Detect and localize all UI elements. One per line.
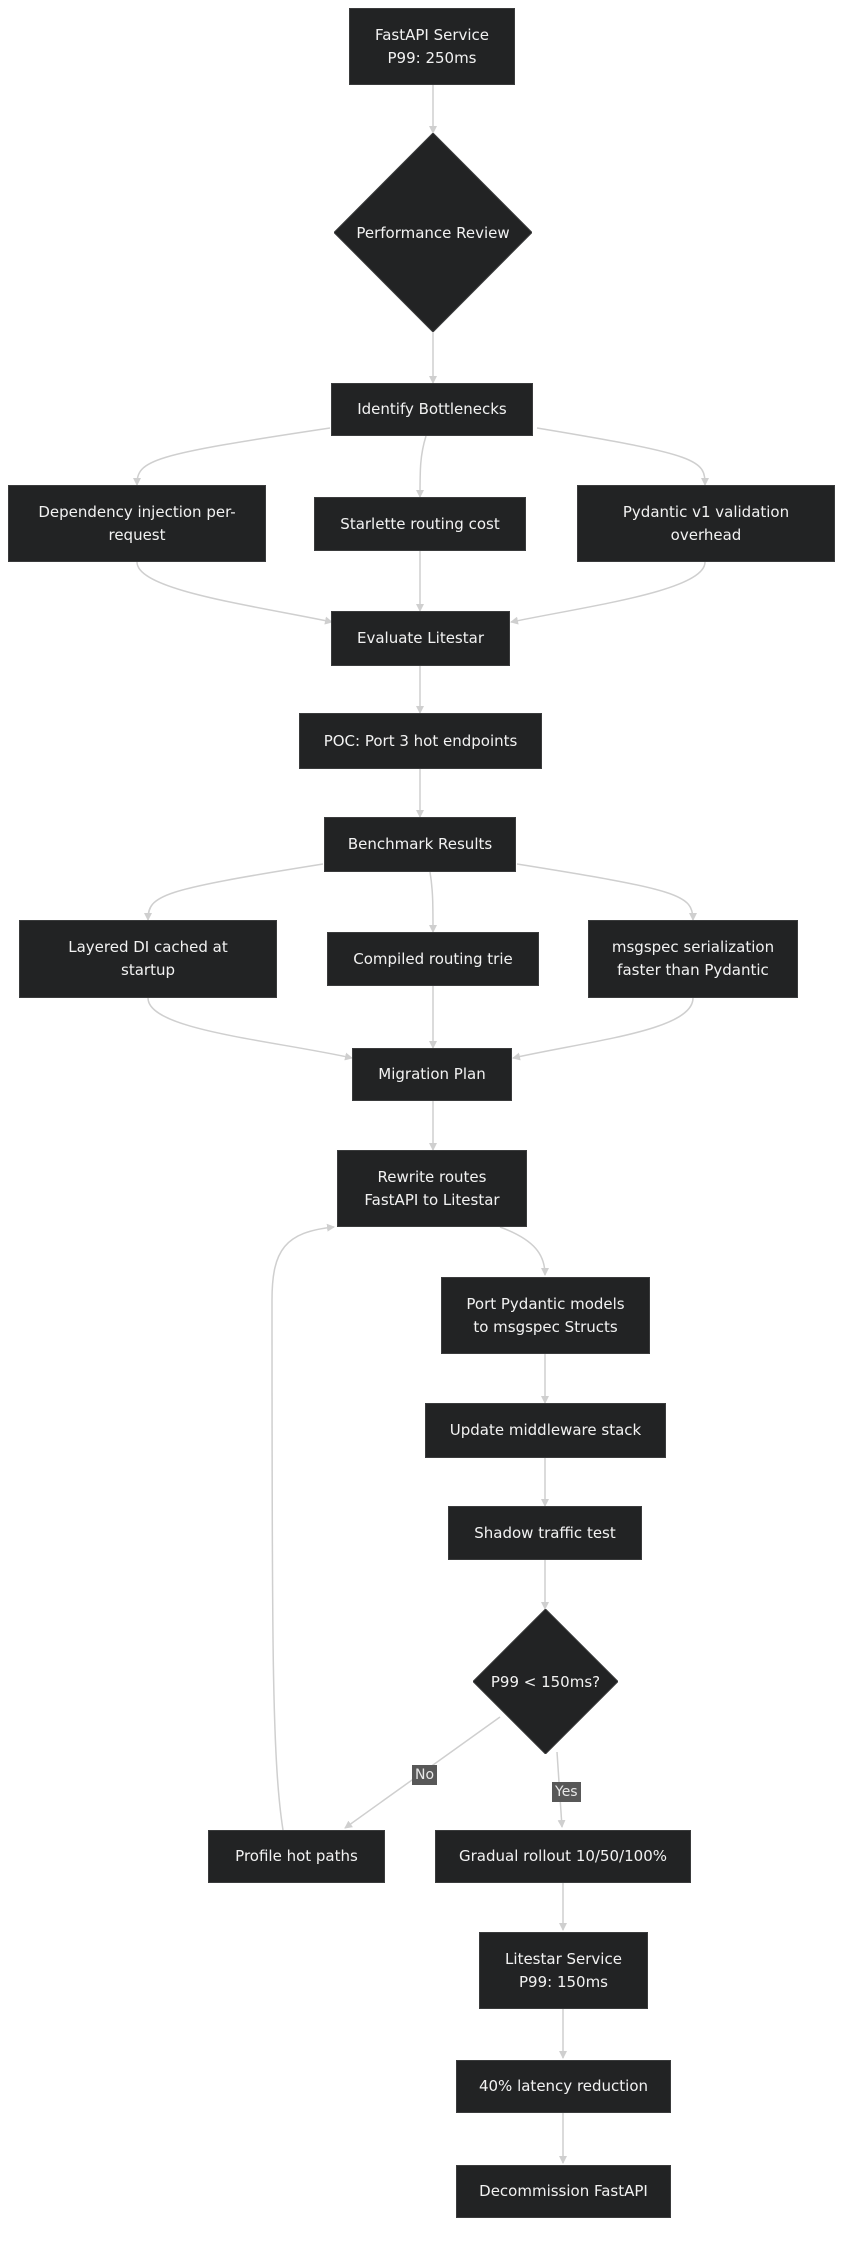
litestar-service-line2: P99: 150ms [518, 1972, 608, 1991]
edge-benchmark-to-compiled [428, 871, 437, 933]
edge-profile-to-rewrite [271, 1223, 335, 1831]
edge-identify-to-pydantic [536, 427, 709, 486]
edge-di-to-evaluate [136, 561, 333, 625]
p99-check-diamond-shape [473, 1609, 618, 1754]
fastapi-service-line1: FastAPI Service [374, 25, 490, 44]
benchmark-results-node: Benchmark Results [324, 817, 516, 872]
pydantic-v1-line2: overhead [670, 525, 742, 544]
performance-review-diamond-shape [334, 133, 532, 332]
port-pydantic-line1: Port Pydantic models [466, 1294, 625, 1313]
edge-benchmark-to-msgspec [516, 863, 697, 921]
shadow-traffic-node: Shadow traffic test [448, 1506, 642, 1560]
edge-benchmark-to-layered [144, 863, 324, 921]
dependency-injection-line2: request [108, 525, 166, 544]
evaluate-litestar-label: Evaluate Litestar [357, 629, 484, 647]
edge-identify-to-di [133, 427, 331, 486]
layered-di-line2: startup [121, 961, 175, 979]
rewrite-routes-line2: FastAPI to Litestar [364, 1190, 500, 1209]
performance-review-label: Performance Review [356, 223, 510, 242]
compiled-routing-label: Compiled routing trie [353, 949, 513, 968]
edge-label-yes: Yes [552, 1782, 581, 1802]
latency-reduction-node: 40% latency reduction [456, 2060, 671, 2113]
pydantic-v1-line1: Pydantic v1 validation [622, 502, 790, 521]
update-middleware-label: Update middleware stack [449, 1421, 642, 1439]
starlette-routing-label: Starlette routing cost [340, 514, 500, 533]
port-pydantic-line2: to msgspec Structs [473, 1317, 618, 1336]
dependency-injection-node: Dependency injection per- request [8, 485, 266, 562]
edge-pydantic-to-evaluate [510, 561, 706, 625]
evaluate-litestar-node: Evaluate Litestar [331, 611, 510, 666]
decommission-label: Decommission FastAPI [479, 2182, 648, 2200]
rewrite-routes-node: Rewrite routes FastAPI to Litestar [337, 1150, 527, 1227]
edge-identify-to-starlette [416, 435, 427, 498]
shadow-traffic-label: Shadow traffic test [474, 1523, 616, 1542]
migration-plan-node: Migration Plan [352, 1048, 512, 1101]
litestar-service-node: Litestar Service P99: 150ms [479, 1932, 648, 2009]
poc-label: POC: Port 3 hot endpoints [323, 731, 518, 750]
port-pydantic-node: Port Pydantic models to msgspec Structs [441, 1277, 650, 1354]
decommission-node: Decommission FastAPI [456, 2165, 671, 2218]
msgspec-serialization-line2: faster than Pydantic [617, 961, 769, 979]
edge-msgspec-to-migration [512, 997, 694, 1061]
gradual-rollout-node: Gradual rollout 10/50/100% [435, 1830, 691, 1883]
starlette-routing-node: Starlette routing cost [314, 497, 526, 551]
benchmark-results-label: Benchmark Results [347, 835, 493, 853]
p99-check-label: P99 < 150ms? [490, 1672, 601, 1691]
latency-reduction-label: 40% latency reduction [478, 2077, 649, 2095]
compiled-routing-node: Compiled routing trie [327, 932, 539, 986]
edge-rewrite-to-port [499, 1226, 549, 1276]
edge-layered-to-migration [147, 997, 353, 1061]
migration-plan-label: Migration Plan [378, 1065, 486, 1083]
profile-hot-paths-node: Profile hot paths [208, 1830, 385, 1883]
layered-di-node: Layered DI cached at startup [19, 920, 277, 998]
layered-di-line1: Layered DI cached at [68, 938, 228, 956]
msgspec-serialization-line1: msgspec serialization [611, 938, 775, 956]
rewrite-routes-line1: Rewrite routes [377, 1167, 487, 1186]
profile-hot-paths-label: Profile hot paths [235, 1847, 358, 1865]
update-middleware-node: Update middleware stack [425, 1403, 666, 1458]
edge-label-no: No [412, 1765, 438, 1785]
fastapi-service-node: FastAPI Service P99: 250ms [349, 8, 515, 85]
pydantic-v1-node: Pydantic v1 validation overhead [577, 485, 835, 562]
dependency-injection-line1: Dependency injection per- [38, 502, 236, 521]
msgspec-serialization-node: msgspec serialization faster than Pydant… [588, 920, 798, 998]
performance-review-decision: Performance Review [334, 133, 532, 332]
litestar-service-line1: Litestar Service [505, 1949, 622, 1968]
identify-bottlenecks-node: Identify Bottlenecks [331, 383, 533, 436]
p99-check-decision: P99 < 150ms? [473, 1609, 618, 1754]
gradual-rollout-label: Gradual rollout 10/50/100% [459, 1847, 667, 1865]
fastapi-service-line2: P99: 250ms [387, 48, 477, 67]
poc-node: POC: Port 3 hot endpoints [299, 713, 542, 769]
identify-bottlenecks-label: Identify Bottlenecks [357, 400, 507, 418]
